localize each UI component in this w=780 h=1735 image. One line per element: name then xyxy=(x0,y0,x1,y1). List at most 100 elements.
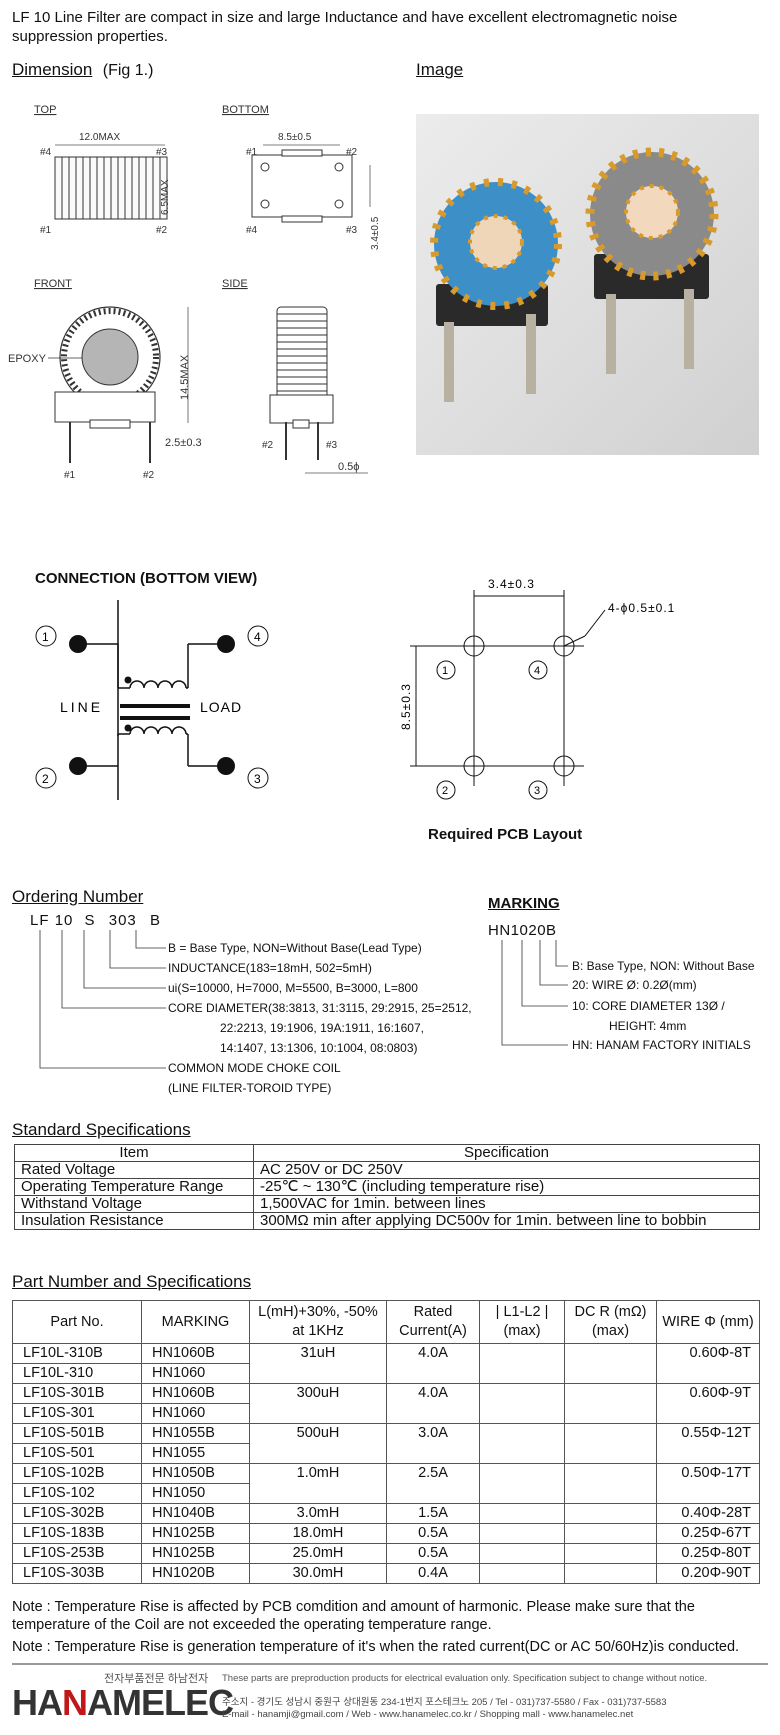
top-height: 6.5MAX xyxy=(160,179,171,215)
ordering-code: LF 10 S 303 B xyxy=(30,912,161,929)
table-row: LF10S-302B HN1040B 3.0mH 1.5A 0.40Φ-28T xyxy=(12,1503,760,1524)
table-row: LF10S-301B HN1060B 300uH 4.0A 0.60Φ-9T xyxy=(12,1383,760,1424)
standard-item: Withstand Voltage xyxy=(14,1195,254,1213)
ordering-line-1: B = Base Type, NON=Without Base(Lead Typ… xyxy=(168,941,422,955)
table-row: LF10S-102 HN1050 xyxy=(12,1483,760,1504)
marking-line-3: 10: CORE DIAMETER 13Ø / xyxy=(572,999,725,1013)
marking-line-5: HN: HANAM FACTORY INITIALS xyxy=(572,1038,751,1052)
ordering-line-5: 22:2213, 19:1906, 19A:1911, 16:1607, xyxy=(220,1021,424,1035)
part-marking: HN1040B xyxy=(141,1503,250,1524)
marking-title: MARKING xyxy=(488,895,560,912)
table-row: LF10L-310B HN1060B 31uH 4.0A 0.60Φ-8T xyxy=(12,1343,760,1384)
part-l1l2 xyxy=(479,1343,565,1384)
part-marking: HN1060B xyxy=(141,1383,250,1404)
bottom-label: BOTTOM xyxy=(222,104,269,116)
table-row: LF10S-501B HN1055B 500uH 3.0A 0.55Φ-12T xyxy=(12,1423,760,1464)
part-number: LF10S-253B xyxy=(12,1543,142,1564)
part-wire: 0.40Φ-28T xyxy=(656,1503,760,1524)
ordering-line-7: COMMON MODE CHOKE COIL xyxy=(168,1061,341,1075)
top-label: TOP xyxy=(34,104,56,116)
part-current: 2.5A xyxy=(386,1463,480,1504)
ordering-part-lf: LF xyxy=(30,912,50,929)
table-row: Withstand Voltage 1,500VAC for 1min. bet… xyxy=(14,1195,760,1213)
table-row: LF10S-501 HN1055 xyxy=(12,1443,760,1464)
part-inductance: 500uH xyxy=(249,1423,387,1464)
part-l1l2 xyxy=(479,1563,565,1584)
part-current: 0.5A xyxy=(386,1523,480,1544)
ordering-part-s: S xyxy=(84,912,96,929)
pcb-node-3: 3 xyxy=(534,785,540,797)
marking-line-2: 20: WIRE Ø: 0.2Ø(mm) xyxy=(572,978,697,992)
ordering-part-10: 10 xyxy=(54,912,74,929)
part-dcr xyxy=(564,1563,657,1584)
parts-header-dcr: DC R (mΩ) (max) xyxy=(564,1300,657,1344)
part-wire: 0.55Φ-12T xyxy=(656,1423,760,1464)
standard-value: AC 250V or DC 250V xyxy=(253,1161,760,1179)
part-current: 1.5A xyxy=(386,1503,480,1524)
marking-line-1: B: Base Type, NON: Without Base xyxy=(572,959,755,973)
dimension-fig: (Fig 1.) xyxy=(102,62,154,79)
part-inductance: 30.0mH xyxy=(249,1563,387,1584)
part-wire: 0.60Φ-9T xyxy=(656,1383,760,1424)
standard-value: -25℃ ~ 130℃ (including temperature rise) xyxy=(253,1178,760,1196)
marking-line-4: HEIGHT: 4mm xyxy=(609,1019,687,1033)
standard-header-item: Item xyxy=(14,1144,254,1162)
bottom-width: 8.5±0.5 xyxy=(278,132,312,143)
table-row: LF10L-310 HN1060 xyxy=(12,1363,760,1384)
parts-title: Part Number and Specifications xyxy=(12,1272,252,1291)
part-marking: HN1060 xyxy=(141,1363,250,1384)
front-pin-2: #2 xyxy=(143,470,155,481)
bottom-pin-2: #2 xyxy=(346,147,358,158)
front-epoxy: EPOXY xyxy=(8,353,47,365)
standard-table: Item Specification Rated Voltage AC 250V… xyxy=(14,1144,760,1230)
ordering-part-b: B xyxy=(149,912,161,929)
bottom-base xyxy=(251,149,353,223)
bottom-pin-1: #1 xyxy=(246,147,258,158)
front-height: 14.5MAX xyxy=(179,354,191,400)
connection-node-3: 3 xyxy=(254,772,261,786)
top-width: 12.0MAX xyxy=(79,132,120,143)
table-row: LF10S-301 HN1060 xyxy=(12,1403,760,1424)
parts-header-wire: WIRE Φ (mm) xyxy=(656,1300,760,1344)
part-dcr xyxy=(564,1543,657,1564)
part-inductance: 18.0mH xyxy=(249,1523,387,1544)
part-wire: 0.60Φ-8T xyxy=(656,1343,760,1384)
table-row: LF10S-303B HN1020B 30.0mH 0.4A 0.20Φ-90T xyxy=(12,1563,760,1584)
part-number: LF10S-102 xyxy=(12,1483,142,1504)
pcb-layout: 3.4±0.3 8.5±0.3 4-ϕ0.5±0.1 1 4 2 3 xyxy=(399,577,674,800)
part-l1l2 xyxy=(479,1503,565,1524)
part-l1l2 xyxy=(479,1543,565,1564)
part-number: LF10L-310 xyxy=(12,1363,142,1384)
standard-value: 300MΩ min after applying DC500v for 1min… xyxy=(253,1212,760,1230)
top-pin-2: #2 xyxy=(156,225,168,236)
part-current: 0.4A xyxy=(386,1563,480,1584)
ordering-line-6: 14:1407, 13:1306, 10:1004, 08:0803) xyxy=(220,1041,418,1055)
top-pin-3: #3 xyxy=(156,147,168,158)
pcb-node-4: 4 xyxy=(534,665,540,677)
bottom-pin-4: #4 xyxy=(246,225,258,236)
parts-header-l1l2: | L1-L2 | (max) xyxy=(479,1300,565,1344)
connection-node-4: 4 xyxy=(254,630,261,644)
table-row: LF10S-183B HN1025B 18.0mH 0.5A 0.25Φ-67T xyxy=(12,1523,760,1544)
part-inductance: 300uH xyxy=(249,1383,387,1424)
part-number: LF10S-302B xyxy=(12,1503,142,1524)
part-number: LF10S-303B xyxy=(12,1563,142,1584)
side-coil xyxy=(269,306,334,460)
part-wire: 0.25Φ-67T xyxy=(656,1523,760,1544)
ordering-title: Ordering Number xyxy=(12,887,144,906)
dimension-heading: Dimension (Fig 1.) xyxy=(12,60,153,80)
part-current: 0.5A xyxy=(386,1543,480,1564)
footer-logo: HANAMELEC xyxy=(12,1682,234,1724)
part-inductance: 25.0mH xyxy=(249,1543,387,1564)
front-standoff: 2.5±0.3 xyxy=(165,437,202,449)
front-label: FRONT xyxy=(34,278,72,290)
standard-item: Operating Temperature Range xyxy=(14,1178,254,1196)
top-pin-1: #1 xyxy=(40,225,52,236)
part-marking: HN1020B xyxy=(141,1563,250,1584)
pcb-node-2: 2 xyxy=(442,785,448,797)
top-coil-body xyxy=(54,156,168,220)
note-1: Note : Temperature Rise is affected by P… xyxy=(12,1599,695,1633)
marking-code: HN1020B xyxy=(488,922,557,939)
ordering-line-8: (LINE FILTER-TOROID TYPE) xyxy=(168,1081,332,1095)
parts-header-inductance: L(mH)+30%, -50% at 1KHz xyxy=(249,1300,387,1344)
